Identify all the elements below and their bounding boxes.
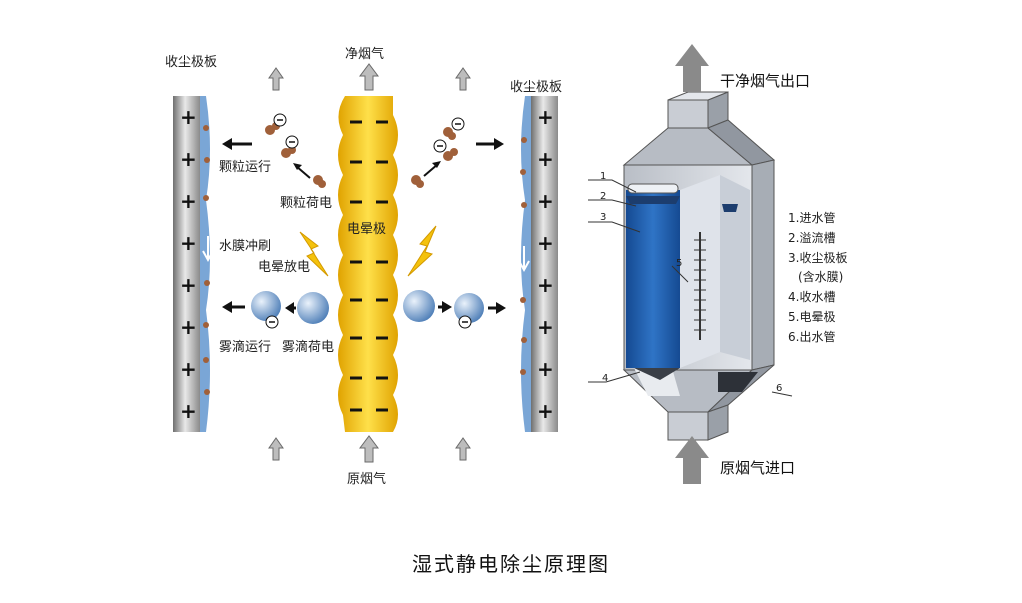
- left-collector-plate: + + + + + + + +: [173, 96, 214, 432]
- callout-5: 5: [676, 258, 683, 269]
- corona-discharge-bolts: [299, 225, 437, 277]
- plate-plus-signs: + + + + + + + +: [180, 105, 197, 423]
- right-collector-plate: + + + + + + + +: [518, 96, 558, 432]
- charged-particles-right: [411, 117, 504, 188]
- callout-4: 4: [602, 373, 609, 384]
- svg-text:+: +: [537, 315, 554, 339]
- callout-leaders: [588, 179, 793, 397]
- label-outlet: 干净烟气出口: [720, 72, 811, 90]
- droplets-left: [222, 291, 329, 329]
- label-corona-electrode: 电晕极: [347, 222, 387, 237]
- label-corona-discharge: 电晕放电: [258, 260, 311, 275]
- legend-item-2: 2.溢流槽: [788, 231, 836, 245]
- legend-item-5: 5.电晕极: [788, 310, 836, 324]
- corona-electrode: [338, 96, 398, 432]
- legend-item-3-note: (含水膜): [798, 270, 844, 284]
- svg-text:+: +: [537, 357, 554, 381]
- label-water-film: 水膜冲刷: [219, 239, 272, 254]
- label-inlet: 原烟气进口: [720, 459, 796, 477]
- callout-1: 1: [600, 171, 607, 182]
- label-particle-charged: 颗粒荷电: [280, 196, 333, 211]
- svg-text:+: +: [537, 147, 554, 171]
- label-raw-gas: 原烟气: [347, 472, 387, 487]
- svg-text:+: +: [537, 231, 554, 255]
- label-collector-plate-right: 收尘极板: [510, 80, 563, 95]
- callout-6: 6: [776, 383, 783, 394]
- legend-item-6: 6.出水管: [788, 330, 836, 344]
- svg-text:+: +: [180, 399, 197, 423]
- legend-item-3: 3.收尘极板: [788, 251, 848, 265]
- svg-text:+: +: [180, 273, 197, 297]
- svg-text:+: +: [180, 147, 197, 171]
- droplets-right: [403, 290, 506, 329]
- wesp-tower: [622, 91, 776, 441]
- svg-text:+: +: [180, 189, 197, 213]
- label-particle-moving: 颗粒运行: [219, 160, 272, 175]
- label-droplet-moving: 雾滴运行: [219, 340, 272, 355]
- svg-text:+: +: [537, 105, 554, 129]
- svg-text:+: +: [180, 105, 197, 129]
- tower-flow-arrows: [675, 44, 709, 484]
- svg-text:+: +: [180, 231, 197, 255]
- svg-text:+: +: [537, 399, 554, 423]
- label-clean-gas: 净烟气: [345, 47, 385, 62]
- legend-item-4: 4.收水槽: [788, 290, 836, 304]
- callout-2: 2: [600, 191, 607, 202]
- gas-flow-arrows: [268, 63, 471, 463]
- figure-caption: 湿式静电除尘原理图: [412, 552, 610, 576]
- legend-item-1: 1.进水管: [788, 211, 836, 225]
- charged-particles-left: [222, 113, 326, 188]
- svg-text:+: +: [537, 273, 554, 297]
- svg-text:+: +: [180, 357, 197, 381]
- svg-text:+: +: [180, 315, 197, 339]
- label-droplet-charged: 雾滴荷电: [282, 340, 335, 355]
- svg-text:+: +: [537, 189, 554, 213]
- callout-3: 3: [600, 212, 607, 223]
- label-collector-plate-left: 收尘极板: [165, 55, 218, 70]
